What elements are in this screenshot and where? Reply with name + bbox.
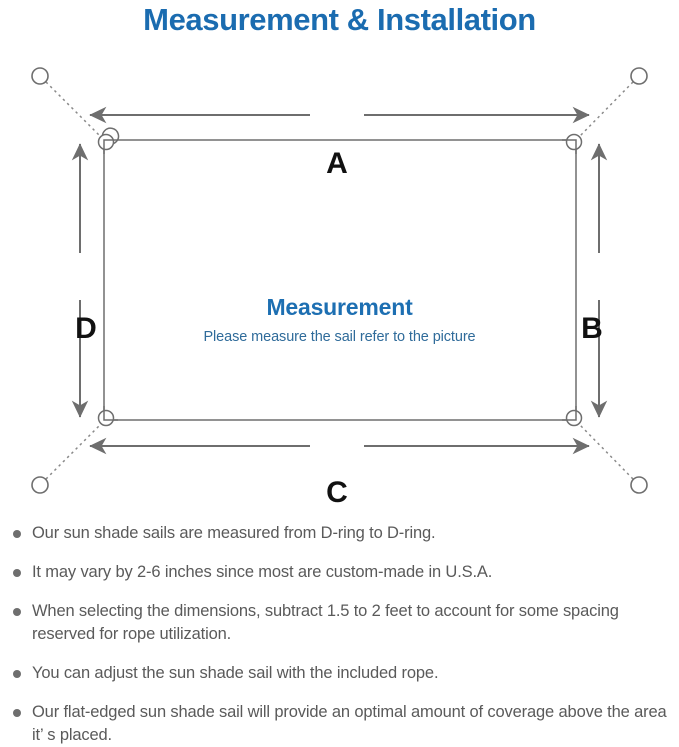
sail-center-subheading: Please measure the sail refer to the pic… [203,329,476,345]
rope-top-right [578,81,634,138]
corner-tr-overlay [562,139,577,154]
diagram-canvas [31,67,648,494]
d-ring-top-left-ring [97,133,115,151]
bullet-icon [13,569,21,577]
bullet-icon [13,670,21,678]
sail-body [103,139,577,421]
note-text: You can adjust the sun shade sail with t… [32,664,439,682]
d-ring-bottom-left-ring [97,409,115,427]
list-item: When selecting the dimensions, subtract … [0,600,679,646]
corner-br-overlay [562,406,577,421]
bullet-icon [13,530,21,538]
dimension-label-b: B [581,312,603,345]
anchor-points [31,67,648,494]
anchor-bottom-left-icon [31,476,49,494]
rope-bottom-left [45,423,102,480]
dimension-label-a: A [326,147,348,180]
sail-center-heading: Measurement [266,294,413,320]
corner-tl-overlay [103,139,118,154]
measurement-diagram: A B C D Measurement Please measure the s… [0,50,679,520]
d-ring-bottom-right-ring [565,409,583,427]
note-text: It may vary by 2-6 inches since most are… [32,563,493,581]
anchor-top-left-icon [31,67,49,85]
notes-list: Our sun shade sails are measured from D-… [0,522,679,747]
list-item: It may vary by 2-6 inches since most are… [0,561,679,584]
dimension-label-d: D [75,312,97,345]
bullet-icon [13,608,21,616]
list-item: You can adjust the sun shade sail with t… [0,662,679,685]
anchor-bottom-right-icon [630,476,648,494]
list-item: Our sun shade sails are measured from D-… [0,522,679,545]
sail-d-rings [97,127,583,427]
note-text: Our sun shade sails are measured from D-… [32,524,436,542]
sail-corner-overlays [103,139,577,421]
note-text: When selecting the dimensions, subtract … [32,602,619,643]
rope-top-left [45,81,102,138]
bullet-icon [13,709,21,717]
d-ring-top-right-ring [565,133,583,151]
rope-bottom-right [578,423,634,480]
corner-bl-overlay [103,406,118,421]
dimension-label-c: C [326,476,348,509]
list-item: Our flat-edged sun shade sail will provi… [0,701,679,747]
page-title: Measurement & Installation [143,2,536,37]
anchor-top-right-icon [630,67,648,85]
note-text: Our flat-edged sun shade sail will provi… [32,703,667,744]
rope-lines [45,81,634,480]
